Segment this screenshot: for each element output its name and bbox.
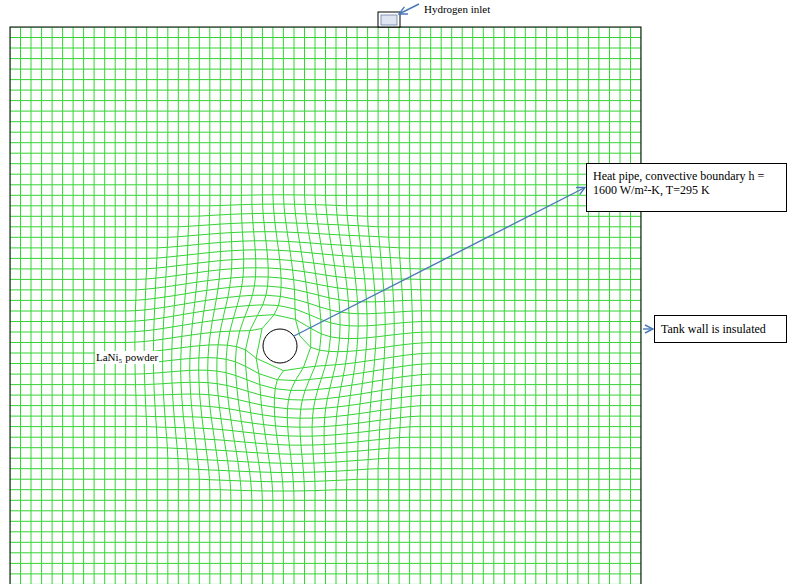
tank-outline [10, 27, 641, 584]
callout-text: Tank wall is insulated [661, 322, 780, 336]
inlet-port-inner [381, 15, 397, 25]
mesh-lines [10, 27, 641, 584]
inlet-port [378, 12, 400, 27]
leader-arrow [399, 4, 419, 14]
material-label: LaNi₅ powder [95, 351, 159, 364]
callout-text: Heat pipe, convective boundary h = 1600 … [593, 169, 780, 197]
heat-pipe-circle [263, 329, 297, 363]
leader-arrow [643, 328, 653, 329]
callout-box: Tank wall is insulated [654, 315, 787, 343]
inlet-label: Hydrogen inlet [424, 3, 490, 16]
callout-box: Heat pipe, convective boundary h = 1600 … [586, 163, 787, 212]
leader-arrow [294, 188, 585, 337]
